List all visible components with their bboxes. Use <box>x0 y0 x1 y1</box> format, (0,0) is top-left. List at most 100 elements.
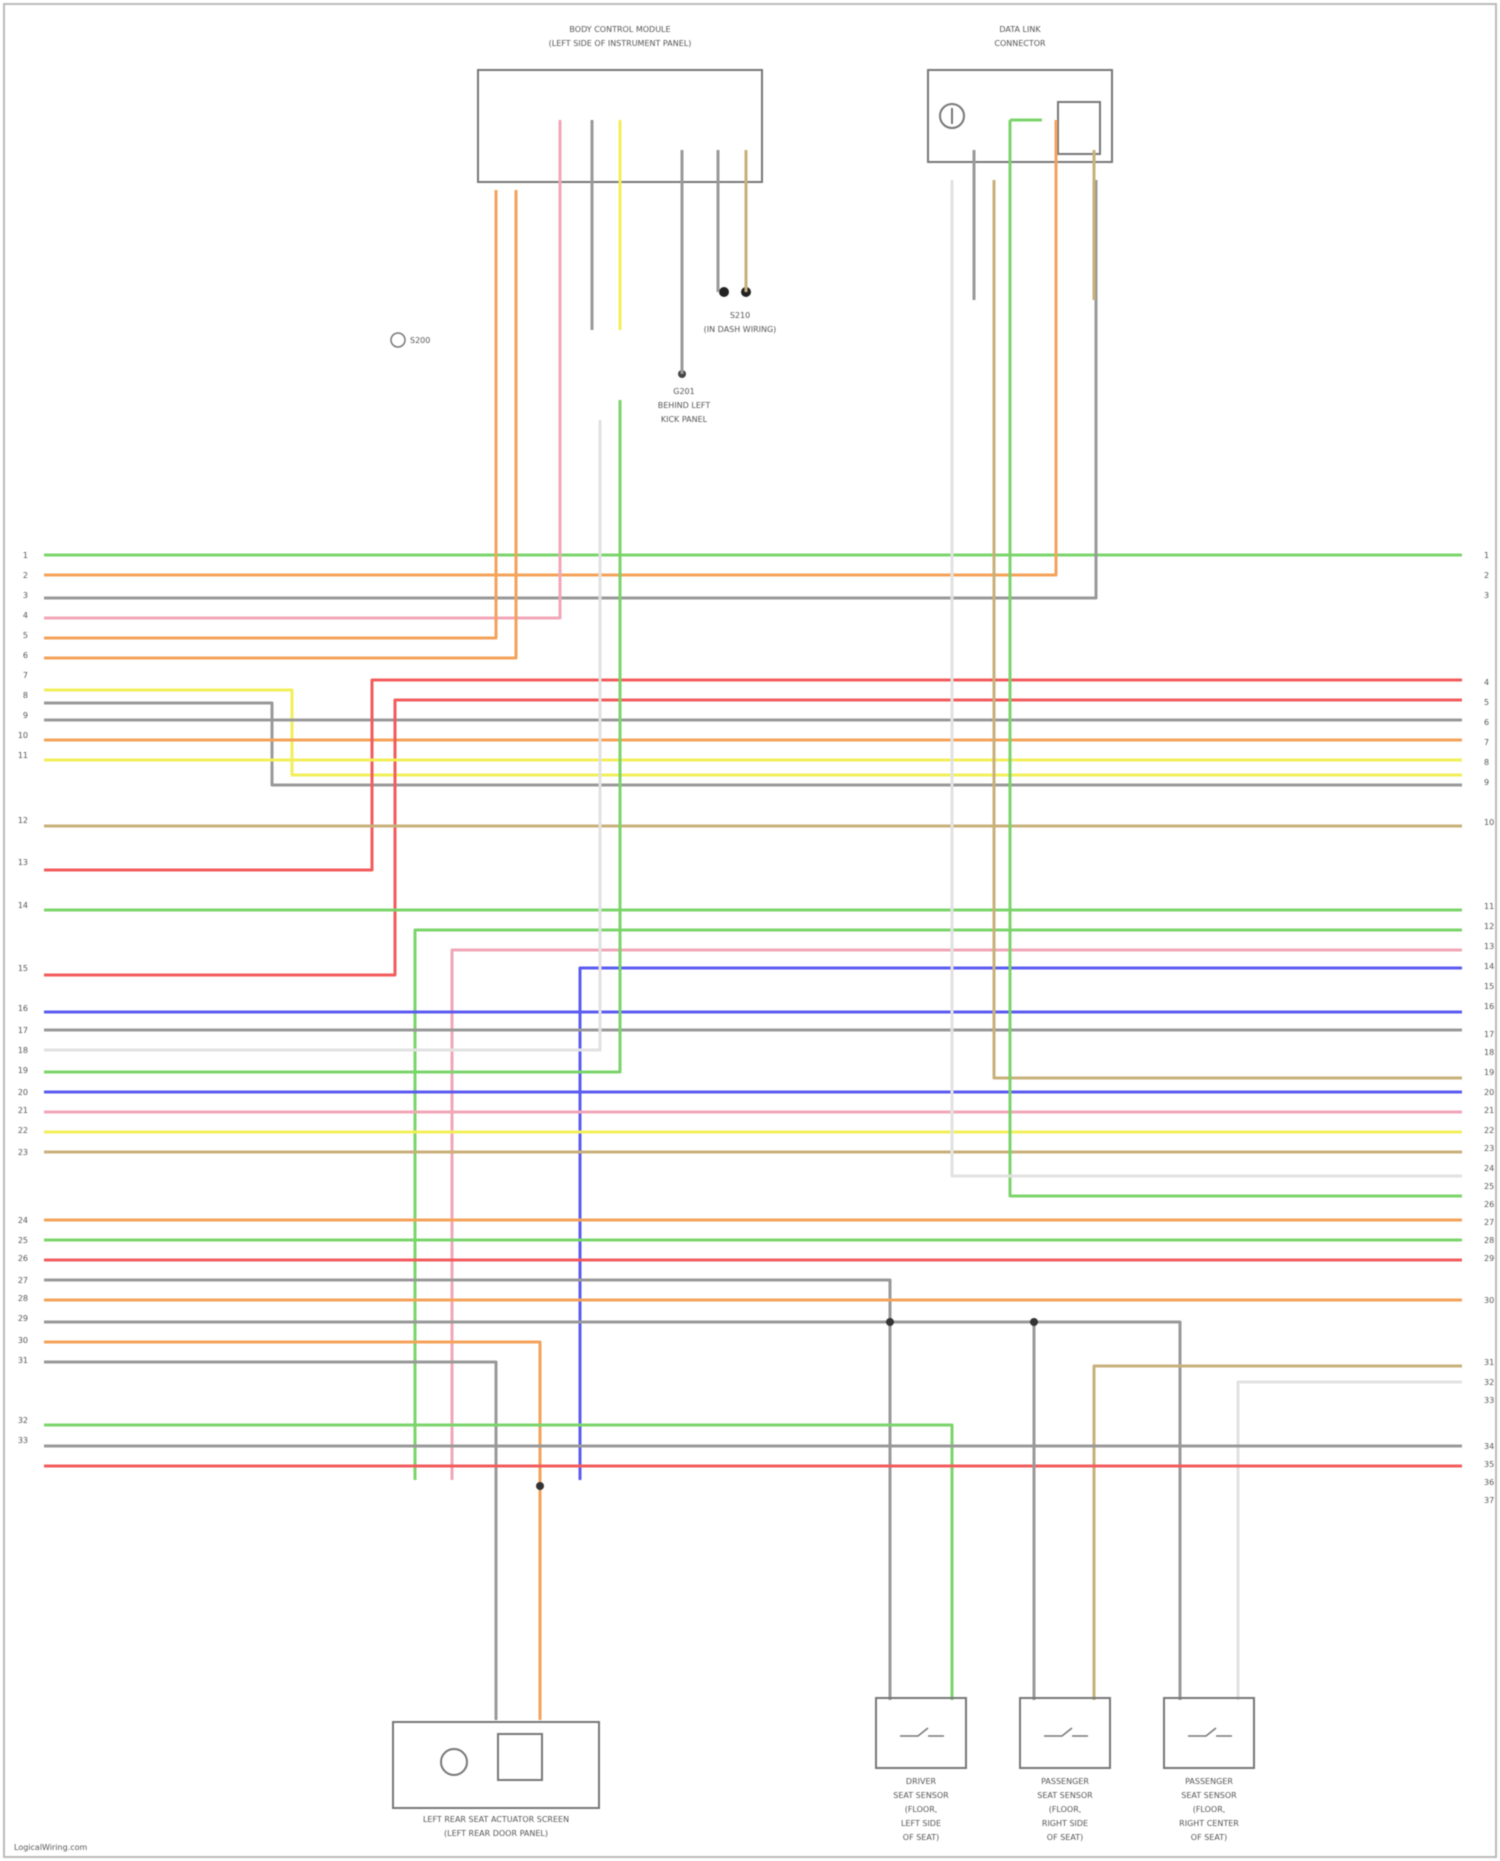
left-pin-number: 19 <box>18 1066 28 1075</box>
wire-green-22 <box>44 400 620 1072</box>
right-pin-number: 12 <box>1484 922 1494 931</box>
left-pin-number: 20 <box>18 1088 28 1097</box>
left-pin-number: 16 <box>18 1004 28 1013</box>
bottom-module: LEFT REAR SEAT ACTUATOR SCREEN (LEFT REA… <box>393 1722 599 1838</box>
left-pin-number: 32 <box>18 1416 28 1425</box>
left-pin-number: 17 <box>18 1026 28 1035</box>
wire-tan-27 <box>994 180 1462 1078</box>
right-pin-number: 14 <box>1484 962 1494 971</box>
right-pin-number: 22 <box>1484 1126 1494 1135</box>
left-pin-number: 6 <box>23 651 28 660</box>
right-pin-number: 36 <box>1484 1478 1494 1487</box>
right-pin-number: 37 <box>1484 1496 1494 1505</box>
ground-g201: G201 BEHIND LEFT KICK PANEL <box>658 370 711 424</box>
dlc-component: DATA LINK CONNECTOR <box>928 25 1112 162</box>
wire-orange-6 <box>44 190 516 658</box>
left-pin-number: 22 <box>18 1126 28 1135</box>
right-pin-number: 30 <box>1484 1296 1494 1305</box>
right-pin-number: 3 <box>1484 591 1489 600</box>
wire-white-29 <box>952 180 1462 1176</box>
right-pin-number: 25 <box>1484 1182 1494 1191</box>
sensor-3-switch-icon <box>1188 1728 1232 1736</box>
sensor-1: DRIVER SEAT SENSOR (FLOOR, LEFT SIDE OF … <box>876 1698 966 1842</box>
left-pin-number: 14 <box>18 901 28 910</box>
connector-pin <box>536 1482 544 1490</box>
left-pin-number: 29 <box>18 1314 28 1323</box>
right-pin-number: 11 <box>1484 902 1494 911</box>
wire-layer <box>44 120 1462 1720</box>
wire-orange-36 <box>44 1342 540 1720</box>
splice-label-line1: S210 <box>730 311 750 320</box>
wire-white-8 <box>44 703 1462 785</box>
left-pin-number: 33 <box>18 1436 28 1445</box>
right-pin-number: 10 <box>1484 818 1494 827</box>
left-pin-number: 28 <box>18 1294 28 1303</box>
dlc-name-line2: CONNECTOR <box>994 39 1046 48</box>
left-pin-number: 31 <box>18 1356 28 1365</box>
sensor-3-name-line3: (FLOOR, <box>1193 1805 1226 1814</box>
wire-gray-37 <box>44 1362 496 1720</box>
left-pin-number: 8 <box>23 691 28 700</box>
right-pin-number: 33 <box>1484 1396 1494 1405</box>
left-pin-number: 11 <box>18 751 28 760</box>
left-node-icon <box>391 333 405 347</box>
wire-gray-3 <box>44 180 1096 598</box>
left-pin-number: 10 <box>18 731 28 740</box>
left-pin-number: 25 <box>18 1236 28 1245</box>
right-pin-number: 2 <box>1484 571 1489 580</box>
wire-green-28 <box>1010 120 1462 1196</box>
right-pin-number: 5 <box>1484 698 1489 707</box>
left-node-label: S200 <box>410 336 430 345</box>
right-pin-number: 17 <box>1484 1030 1494 1039</box>
sensor-3-name-line2: SEAT SENSOR <box>1181 1791 1237 1800</box>
right-pin-number: 7 <box>1484 738 1489 747</box>
sensor-2-name-line5: OF SEAT) <box>1047 1833 1083 1842</box>
splice-junction-1 <box>886 1318 894 1326</box>
left-pin-number: 27 <box>18 1276 28 1285</box>
ground-label-line3: KICK PANEL <box>661 415 708 424</box>
left-pin-number: 24 <box>18 1216 28 1225</box>
wire-orange-5 <box>44 190 496 638</box>
wire-orange-2 <box>44 180 1056 575</box>
left-pin-number: 18 <box>18 1046 28 1055</box>
wire-white-39 <box>1238 1382 1462 1700</box>
right-pin-number: 20 <box>1484 1088 1494 1097</box>
sensor-1-switch-icon <box>900 1728 944 1736</box>
ground-label-line2: BEHIND LEFT <box>658 401 711 410</box>
right-pin-number: 19 <box>1484 1068 1494 1077</box>
bottom-module-motor-icon <box>441 1749 467 1775</box>
left-pin-number: 21 <box>18 1106 28 1115</box>
sensor-1-name-line5: OF SEAT) <box>903 1833 939 1842</box>
sensor-1-name-line1: DRIVER <box>906 1777 937 1786</box>
left-pin-number: 30 <box>18 1336 28 1345</box>
splice-s210: S210 (IN DASH WIRING) <box>704 287 777 334</box>
left-pin-number: 23 <box>18 1148 28 1157</box>
right-pin-number: 6 <box>1484 718 1489 727</box>
left-node-s200: S200 <box>391 333 430 347</box>
dlc-name-line1: DATA LINK <box>999 25 1041 34</box>
dlc-box <box>928 70 1112 162</box>
ground-label-line1: G201 <box>673 387 694 396</box>
splice-junction-2 <box>1030 1318 1038 1326</box>
right-pin-number: 4 <box>1484 678 1489 687</box>
right-pin-number: 28 <box>1484 1236 1494 1245</box>
sensor-2-name-line4: RIGHT SIDE <box>1042 1819 1088 1828</box>
left-pin-number: 13 <box>18 858 28 867</box>
sensor-2-switch-icon <box>1044 1728 1088 1736</box>
right-pin-number: 8 <box>1484 758 1489 767</box>
left-pin-number: 1 <box>23 551 28 560</box>
right-pin-number: 15 <box>1484 982 1494 991</box>
right-pin-number: 21 <box>1484 1106 1494 1115</box>
left-pin-number: 15 <box>18 964 28 973</box>
right-pin-number: 26 <box>1484 1200 1494 1209</box>
sensor-2: PASSENGER SEAT SENSOR (FLOOR, RIGHT SIDE… <box>1020 1698 1110 1842</box>
sensor-2-name-line2: SEAT SENSOR <box>1037 1791 1093 1800</box>
wire-tan-38 <box>1094 1366 1462 1700</box>
right-pin-number: 16 <box>1484 1002 1494 1011</box>
left-pin-number: 7 <box>23 671 28 680</box>
right-pin-number: 27 <box>1484 1218 1494 1227</box>
left-pin-number: 4 <box>23 611 28 620</box>
right-pin-number: 24 <box>1484 1164 1494 1173</box>
right-pin-number: 34 <box>1484 1442 1494 1451</box>
splice-label-line2: (IN DASH WIRING) <box>704 325 777 334</box>
